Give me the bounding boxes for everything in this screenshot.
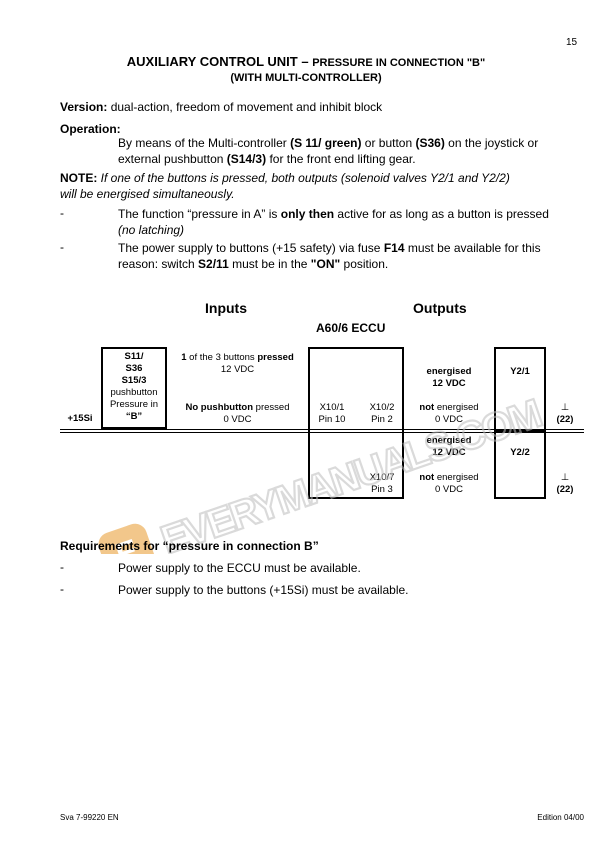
page-number: 15 xyxy=(566,37,578,48)
operation-label: Operation: xyxy=(60,122,121,136)
page-subtitle: (WITH MULTI-CONTROLLER) xyxy=(230,72,382,84)
requirement-item: Power supply to the buttons (+15Si) must… xyxy=(118,583,409,597)
output2-not-energised: not energised 0 VDC xyxy=(419,472,479,495)
operation-text: By means of the Multi-controller (S 11/ … xyxy=(118,136,539,166)
page-title: AUXILIARY CONTROL UNIT – PRESSURE IN CON… xyxy=(0,54,612,69)
switch-label: S11/ S36 S15/3 pushbutton Pressure in “B… xyxy=(109,351,159,422)
valve-y2-1-box xyxy=(494,347,546,431)
valve-y2-2-label: Y2/2 xyxy=(510,447,530,458)
ground-symbol: ⊥(22) xyxy=(556,472,574,495)
bullet-dash: - xyxy=(60,560,64,574)
input-unpressed-state: No pushbutton pressed 0 VDC xyxy=(185,402,290,425)
eccu-label: A60/6 ECCU xyxy=(316,321,386,335)
bullet-dash: - xyxy=(60,206,64,220)
bullet-1: The function “pressure in A” is only the… xyxy=(118,207,549,237)
title-main: AUXILIARY CONTROL UNIT – xyxy=(126,54,309,69)
ground-symbol: ⊥(22) xyxy=(556,402,574,425)
footer-right: Edition 04/00 xyxy=(537,813,584,822)
version-line: Version: dual-action, freedom of movemen… xyxy=(60,99,382,115)
requirements-heading: Requirements for “pressure in connection… xyxy=(60,539,319,553)
bullet-dash: - xyxy=(60,582,64,596)
title-sub: PRESSURE IN CONNECTION "B" xyxy=(312,57,486,69)
bullet-dash: - xyxy=(60,240,64,254)
eccu-box xyxy=(308,347,404,499)
divider-line xyxy=(60,432,584,433)
footer-left: Sva 7-99220 EN xyxy=(60,813,119,822)
output1-not-energised: not energised 0 VDC xyxy=(419,402,479,425)
outputs-heading: Outputs xyxy=(413,300,467,316)
note-label: NOTE: xyxy=(60,171,98,185)
valve-y2-2-box xyxy=(494,431,546,499)
requirement-item: Power supply to the ECCU must be availab… xyxy=(118,561,361,575)
version-text: dual-action, freedom of movement and inh… xyxy=(107,100,383,114)
version-label: Version: xyxy=(60,100,108,114)
divider-line xyxy=(60,429,584,430)
valve-y2-1-label: Y2/1 xyxy=(510,366,530,377)
inputs-heading: Inputs xyxy=(205,300,247,316)
switch-box xyxy=(101,347,167,429)
input-pressed-state: 1 of the 3 buttons pressed 12 VDC xyxy=(181,352,294,375)
supply-label: +15Si xyxy=(67,413,93,424)
bullet-2: The power supply to buttons (+15 safety)… xyxy=(118,241,541,271)
note: NOTE: If one of the buttons is pressed, … xyxy=(60,171,510,201)
